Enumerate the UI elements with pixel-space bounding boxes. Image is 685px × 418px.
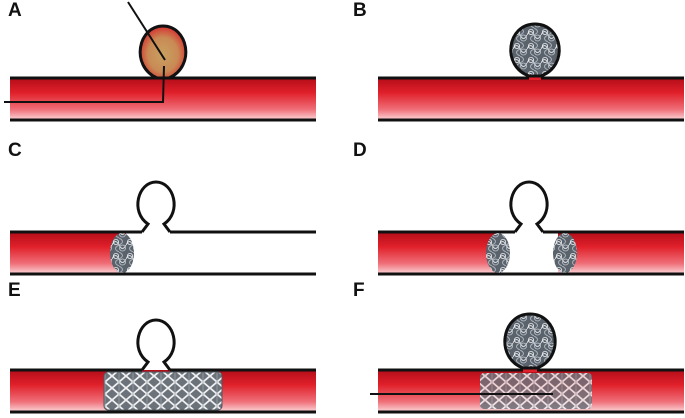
vessel-perfused-left (378, 232, 496, 274)
panel-b: B (345, 0, 685, 138)
panel-b-drawing (378, 22, 684, 122)
vessel (378, 78, 684, 120)
panel-label: F (353, 280, 365, 301)
needle (127, 1, 166, 61)
aneurysm-sac-coiled (509, 22, 561, 78)
aneurysm-sac-coiled (503, 312, 557, 370)
panel-c: C (0, 140, 340, 278)
covered-stent (103, 371, 223, 411)
panel-e: E (0, 280, 340, 418)
aneurysm-sac-empty (509, 180, 549, 233)
panel-a-drawing (4, 1, 316, 122)
catheter (4, 65, 165, 103)
panel-e-drawing (10, 318, 316, 414)
vessel-perfused (10, 232, 126, 274)
aneurysm-sac-excluded (136, 318, 176, 371)
panel-d-drawing (378, 180, 684, 276)
vessel-perfused-right (558, 232, 684, 274)
panel-label: B (353, 0, 367, 21)
panel-label: C (8, 140, 22, 161)
panel-f: F (345, 280, 685, 418)
occlusion-coil-proximal (110, 233, 134, 273)
panel-f-drawing (370, 312, 684, 414)
panel-label: E (8, 280, 21, 301)
aneurysm-sac-empty (136, 180, 176, 233)
occlusion-coil-distal (553, 233, 577, 273)
panel-label: D (353, 140, 367, 161)
occlusion-coil-proximal (486, 233, 510, 273)
panel-label: A (8, 0, 22, 21)
bare-stent (480, 373, 592, 409)
panel-c-drawing (10, 180, 316, 276)
panel-d: D (345, 140, 685, 278)
panel-a: A (0, 0, 340, 138)
